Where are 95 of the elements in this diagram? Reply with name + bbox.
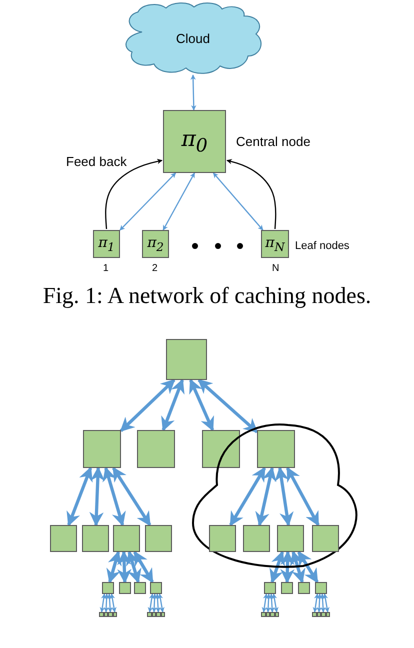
figure-caption: Fig. 1: A network of caching nodes. bbox=[42, 283, 372, 309]
arrow bbox=[120, 172, 176, 231]
arrow bbox=[290, 550, 306, 584]
tree-node-box bbox=[156, 612, 161, 616]
tree-node-box bbox=[83, 430, 121, 468]
tree-node-box bbox=[102, 582, 114, 594]
arrow bbox=[106, 593, 113, 613]
arrow bbox=[102, 466, 126, 526]
arrow bbox=[269, 550, 285, 584]
tree-node-box bbox=[147, 612, 152, 616]
arrow bbox=[162, 172, 196, 230]
tree-node-box bbox=[270, 612, 275, 616]
arrow bbox=[272, 593, 279, 613]
tree-node-box bbox=[119, 582, 131, 594]
node-caption: Leaf nodes bbox=[295, 240, 350, 252]
arrow bbox=[190, 74, 196, 111]
arrow bbox=[110, 593, 117, 613]
tree-node-box bbox=[50, 525, 77, 552]
arrow bbox=[112, 466, 152, 526]
tree-node-box bbox=[261, 612, 266, 616]
arrow bbox=[226, 158, 276, 230]
node-label: π$_{0}$ bbox=[181, 126, 208, 156]
tree-node-box bbox=[166, 339, 207, 380]
arrow bbox=[158, 593, 165, 613]
tree-node-box bbox=[108, 612, 113, 616]
node-label: π$_{1}$ bbox=[98, 234, 115, 254]
arrow bbox=[120, 378, 176, 432]
tree-node-box bbox=[298, 582, 310, 594]
tree-node-box bbox=[99, 612, 104, 616]
arrow bbox=[100, 593, 106, 613]
node-label: Cloud bbox=[176, 31, 210, 46]
arrow bbox=[312, 593, 320, 613]
tree-node-box bbox=[312, 612, 317, 616]
arrow bbox=[154, 593, 161, 613]
arrow bbox=[105, 158, 163, 230]
tree-node-box bbox=[202, 430, 240, 468]
tree-node-box bbox=[321, 612, 326, 616]
tree-node-box bbox=[113, 525, 140, 552]
arrow bbox=[212, 172, 264, 230]
tree-node-box bbox=[266, 612, 270, 616]
tree-node-box bbox=[315, 582, 327, 594]
tree-node-box bbox=[134, 582, 146, 594]
tree-node-box bbox=[112, 612, 118, 616]
arrow bbox=[133, 550, 154, 584]
arrow bbox=[148, 593, 154, 613]
arrow bbox=[274, 466, 294, 526]
arrow bbox=[286, 466, 320, 526]
tree-node-box bbox=[145, 525, 172, 552]
arrow bbox=[89, 466, 105, 526]
node-number: 1 bbox=[103, 263, 109, 274]
tree-node-box bbox=[326, 612, 330, 616]
arrow bbox=[322, 593, 330, 613]
arrow bbox=[152, 593, 158, 613]
arrow bbox=[161, 378, 184, 432]
arrow bbox=[126, 550, 142, 584]
leaf-node-box bbox=[261, 230, 289, 258]
node-label: π$_{2}$ bbox=[147, 234, 164, 254]
tree-node-box bbox=[243, 525, 270, 552]
leaf-node-box bbox=[142, 230, 169, 258]
arrow bbox=[117, 550, 132, 584]
arrow bbox=[280, 550, 295, 584]
arrow bbox=[320, 593, 326, 613]
arrow bbox=[189, 378, 214, 432]
leaf-node-box bbox=[93, 230, 120, 258]
arrow bbox=[266, 593, 272, 613]
node-label: π$_{N}$ bbox=[265, 234, 285, 254]
arrow bbox=[198, 378, 258, 434]
tree-node-box bbox=[137, 430, 175, 468]
tree-node-box bbox=[104, 612, 108, 616]
tree-node-box bbox=[281, 582, 293, 594]
node-number: N bbox=[272, 263, 280, 274]
tree-node-box bbox=[82, 525, 109, 552]
tree-node-box bbox=[312, 525, 339, 552]
arrow bbox=[297, 550, 319, 584]
tree-node-box bbox=[316, 612, 322, 616]
arrow bbox=[268, 593, 275, 613]
arrow bbox=[104, 593, 110, 613]
tree-node-box bbox=[274, 612, 280, 616]
node-caption: Central node bbox=[236, 134, 310, 149]
arrow bbox=[229, 466, 266, 526]
tree-node-box bbox=[152, 612, 156, 616]
node-number: 2 bbox=[152, 263, 158, 274]
arrow bbox=[106, 550, 122, 584]
tree-node-box bbox=[150, 582, 162, 594]
tree-node-box bbox=[277, 525, 304, 552]
tree-node-box bbox=[264, 582, 276, 594]
tree-node-box bbox=[209, 525, 236, 552]
arrow bbox=[255, 466, 276, 526]
arrow bbox=[262, 593, 268, 613]
arrow bbox=[66, 466, 93, 526]
tree-node-box bbox=[160, 612, 166, 616]
tree-node-box bbox=[257, 430, 295, 468]
arrow bbox=[316, 593, 322, 613]
edge-label: Feed back bbox=[66, 154, 127, 169]
central-node-box bbox=[163, 110, 226, 173]
